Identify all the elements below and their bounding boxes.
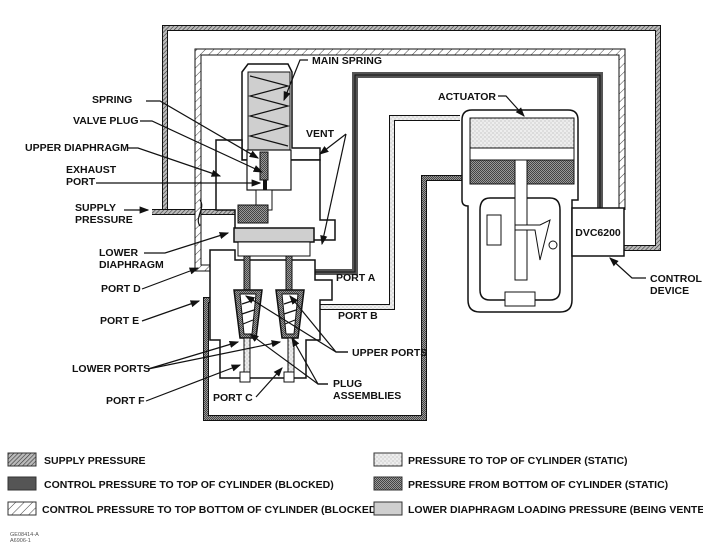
legend-item-control-top-blocked: CONTROL PRESSURE TO TOP OF CYLINDER (BLO…	[7, 476, 334, 491]
control-pressure-hatched-line	[194, 48, 626, 272]
label-control-device-2: DEVICE	[650, 285, 689, 297]
label-valve-plug: VALVE PLUG	[73, 115, 139, 127]
label-port-b: PORT B	[338, 310, 378, 322]
label-plug-assemblies-1: PLUG	[333, 378, 362, 390]
legend: SUPPLY PRESSURE CONTROL PRESSURE TO TOP …	[7, 452, 703, 516]
trip-valve-body	[197, 63, 336, 383]
legend-swatch-gray	[373, 501, 403, 516]
legend-item-lower-diaphragm-vented: LOWER DIAPHRAGM LOADING PRESSURE (BEING …	[373, 501, 703, 516]
label-lower-diaphragm-1: LOWER	[99, 247, 138, 259]
label-control-device-1: CONTROL	[650, 273, 702, 285]
label-port-e: PORT E	[100, 315, 139, 327]
legend-swatch-dark	[7, 476, 37, 491]
label-exhaust-port-2: PORT	[66, 176, 96, 188]
label-vent: VENT	[306, 128, 335, 140]
actuator	[461, 109, 579, 313]
footnote-code-1: GE08414-A	[10, 532, 39, 538]
control-pressure-dark-line	[300, 72, 603, 275]
label-supply-pressure-2: PRESSURE	[75, 214, 133, 226]
label-supply-pressure-1: SUPPLY	[75, 202, 116, 214]
dvc6200-label: DVC6200	[575, 227, 621, 239]
legend-label: PRESSURE TO TOP OF CYLINDER (STATIC)	[408, 455, 628, 467]
label-actuator: ACTUATOR	[438, 91, 496, 103]
legend-label: CONTROL PRESSURE TO TOP OF CYLINDER (BLO…	[44, 479, 334, 491]
supply-pressure-line	[152, 25, 661, 251]
legend-item-pressure-top-static: PRESSURE TO TOP OF CYLINDER (STATIC)	[373, 452, 628, 467]
legend-label: LOWER DIAPHRAGM LOADING PRESSURE (BEING …	[408, 504, 703, 516]
label-lower-diaphragm-2: DIAPHRAGM	[99, 259, 164, 271]
legend-swatch-hatch	[7, 501, 37, 516]
label-port-f: PORT F	[106, 395, 145, 407]
label-spring: SPRING	[92, 94, 132, 106]
main-spring-coil	[247, 75, 291, 147]
legend-label: PRESSURE FROM BOTTOM OF CYLINDER (STATIC…	[408, 479, 668, 491]
callouts: MAIN SPRING SPRING VALVE PLUG UPPER DIAP…	[25, 55, 702, 407]
label-upper-diaphragm: UPPER DIAPHRAGM	[25, 142, 129, 154]
label-lower-ports: LOWER PORTS	[72, 363, 150, 375]
pressure-top-cylinder-line	[300, 115, 460, 310]
dvc6200-control-device: DVC6200	[571, 207, 625, 257]
label-exhaust-port-1: EXHAUST	[66, 164, 117, 176]
legend-item-pressure-bottom-static: PRESSURE FROM BOTTOM OF CYLINDER (STATIC…	[373, 476, 668, 491]
legend-swatch-supply	[7, 452, 37, 467]
label-port-c: PORT C	[213, 392, 253, 404]
legend-label: CONTROL PRESSURE TO TOP BOTTOM OF CYLIND…	[42, 504, 380, 516]
legend-item-supply-pressure: SUPPLY PRESSURE	[7, 452, 146, 467]
label-plug-assemblies-2: ASSEMBLIES	[333, 390, 401, 402]
footnote-code-2: A6906-1	[10, 538, 31, 544]
label-upper-ports: UPPER PORTS	[352, 347, 427, 359]
label-port-a: PORT A	[336, 272, 376, 284]
legend-label: SUPPLY PRESSURE	[44, 455, 146, 467]
legend-swatch-dense	[373, 476, 403, 491]
label-port-d: PORT D	[101, 283, 141, 295]
label-main-spring: MAIN SPRING	[312, 55, 382, 67]
legend-item-control-top-bottom-blocked: CONTROL PRESSURE TO TOP BOTTOM OF CYLIND…	[7, 501, 380, 516]
legend-swatch-stipple	[373, 452, 403, 467]
